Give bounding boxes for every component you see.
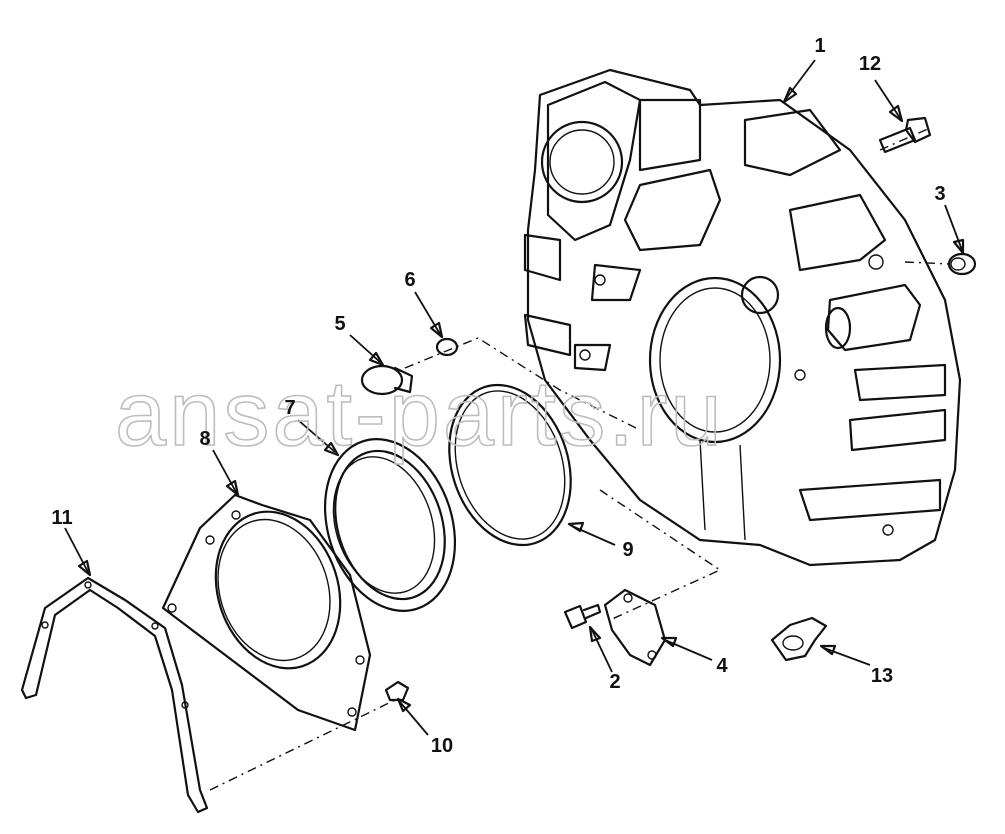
callout-8: 8 bbox=[199, 428, 210, 450]
callout-2: 2 bbox=[609, 671, 620, 693]
callout-6: 6 bbox=[404, 269, 415, 291]
callout-5: 5 bbox=[334, 313, 345, 335]
callout-12: 12 bbox=[859, 53, 881, 75]
callout-7: 7 bbox=[284, 397, 295, 419]
screw-part-10 bbox=[384, 680, 410, 702]
callout-labels: 1 2 3 4 5 6 7 8 9 10 11 12 13 bbox=[51, 35, 945, 757]
callout-4: 4 bbox=[716, 655, 728, 677]
bolt-part-12 bbox=[878, 116, 932, 154]
seal-part-7 bbox=[323, 438, 457, 612]
callout-10: 10 bbox=[431, 735, 453, 757]
plug-part-5 bbox=[360, 364, 414, 396]
o-ring-part-6 bbox=[435, 337, 459, 357]
callout-1: 1 bbox=[814, 35, 825, 57]
callout-9: 9 bbox=[622, 539, 633, 561]
leader-lines bbox=[64, 59, 965, 736]
watermark-text: ansat-parts.ru bbox=[115, 363, 725, 465]
cover-plate-part-4 bbox=[603, 588, 667, 667]
callout-13: 13 bbox=[871, 665, 893, 687]
flywheel-housing bbox=[523, 68, 962, 567]
bolt-part-2 bbox=[563, 603, 602, 630]
gasket-ring-part-9 bbox=[448, 383, 572, 547]
callout-3: 3 bbox=[934, 183, 945, 205]
seal-carrier-part-8 bbox=[161, 493, 372, 732]
bracket-part-13 bbox=[770, 616, 828, 662]
callout-11: 11 bbox=[51, 507, 72, 529]
gasket-part-11 bbox=[20, 576, 209, 814]
plug-part-3 bbox=[947, 252, 977, 276]
